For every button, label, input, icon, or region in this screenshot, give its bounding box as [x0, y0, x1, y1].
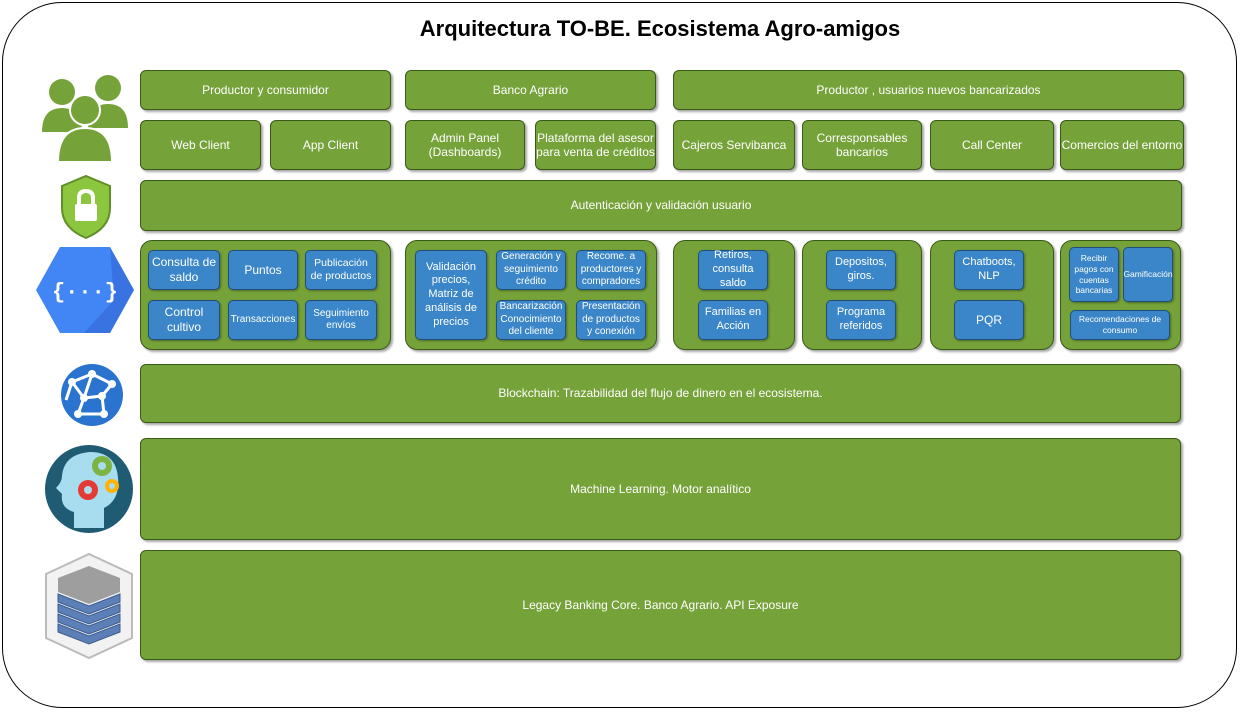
service-familias-accion: Familias en Acción: [698, 300, 768, 340]
service-generacion-credito: Generación y seguimiento crédito: [496, 250, 566, 290]
service-transacciones: Transacciones: [228, 300, 298, 340]
service-gamificacion: Gamificación: [1123, 247, 1173, 302]
service-bancarizacion: Bancarización Conocimiento del cliente: [496, 300, 566, 340]
client-call-center: Call Center: [930, 120, 1054, 170]
users-icon: [42, 75, 128, 162]
client-admin-panel: Admin Panel (Dashboards): [405, 120, 525, 170]
service-pqr: PQR: [954, 300, 1024, 340]
service-recomendaciones-consumo: Recomendaciones de consumo: [1070, 310, 1170, 340]
service-retiros: Retiros, consulta saldo: [698, 249, 768, 290]
network-globe-icon: [61, 364, 123, 426]
service-publicacion-productos: Publicación de productos: [305, 250, 377, 290]
client-app: App Client: [270, 120, 391, 170]
legacy-core-layer: Legacy Banking Core. Banco Agrario. API …: [140, 550, 1181, 660]
ai-head-icon: [45, 445, 133, 533]
blockchain-layer: Blockchain: Trazabilidad del flujo de di…: [140, 364, 1181, 423]
service-recibir-pagos: Recibir pagos con cuentas bancarias: [1069, 247, 1119, 302]
client-plataforma-asesor: Plataforma del asesor para venta de créd…: [535, 120, 656, 170]
server-rack-icon: [45, 552, 133, 660]
client-corresponsables: Corresponsables bancarios: [802, 120, 922, 170]
service-seguimiento-envios: Seguimiento envíos: [305, 300, 377, 340]
diagram-title: Arquitectura TO-BE. Ecosistema Agro-amig…: [419, 16, 901, 41]
service-validacion-precios: Validación precios, Matriz de análisis d…: [415, 250, 487, 340]
actor-nuevos-bancarizados: Productor , usuarios nuevos bancarizados: [673, 70, 1184, 110]
service-chatboots-nlp: Chatboots, NLP: [954, 250, 1024, 290]
cloud-functions-icon: {···}: [36, 247, 134, 333]
service-puntos: Puntos: [228, 250, 298, 290]
actor-productor-consumidor: Productor y consumidor: [140, 70, 391, 110]
service-control-cultivo: Control cultivo: [148, 300, 220, 340]
client-comercios: Comercios del entorno: [1060, 120, 1184, 170]
client-cajeros-servibanca: Cajeros Servibanca: [673, 120, 795, 170]
service-depositos-giros: Depositos, giros.: [826, 250, 896, 290]
shield-lock-icon: [61, 174, 111, 240]
machine-learning-layer: Machine Learning. Motor analítico: [140, 438, 1181, 540]
service-presentacion-productos: Presentación de productos y conexión: [576, 300, 646, 340]
service-recomendacion-productores: Recome. a productores y compradores: [576, 250, 646, 290]
auth-layer: Autenticación y validación usuario: [140, 180, 1182, 231]
actor-banco-agrario: Banco Agrario: [405, 70, 656, 110]
svg-text:{···}: {···}: [52, 280, 118, 305]
service-programa-referidos: Programa referidos: [826, 300, 896, 340]
client-web: Web Client: [140, 120, 261, 170]
service-consulta-saldo: Consulta de saldo: [148, 250, 220, 290]
